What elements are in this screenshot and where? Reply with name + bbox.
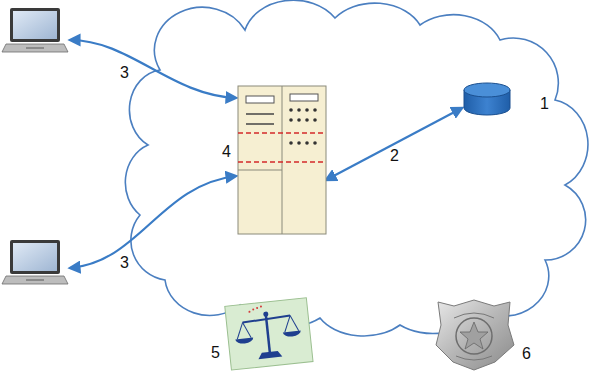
callout-number: 1 bbox=[538, 95, 551, 113]
callout-number: 2 bbox=[388, 147, 401, 165]
connector-arrow bbox=[70, 176, 236, 268]
connector-arrow bbox=[326, 108, 462, 180]
cloud-outline bbox=[125, 0, 588, 336]
connector-arrow bbox=[70, 40, 236, 98]
laptop-icon bbox=[2, 8, 68, 52]
callout-number: 3 bbox=[118, 64, 131, 82]
callout-number: 3 bbox=[118, 254, 131, 272]
database-cylinder bbox=[464, 83, 510, 115]
security-badge bbox=[436, 300, 514, 370]
server-rack bbox=[238, 86, 326, 234]
callout-number: 6 bbox=[520, 345, 533, 363]
callout-number: 4 bbox=[220, 143, 233, 161]
scales-icon bbox=[225, 298, 313, 370]
laptop-icon bbox=[2, 240, 68, 284]
callout-number: 5 bbox=[209, 344, 222, 362]
